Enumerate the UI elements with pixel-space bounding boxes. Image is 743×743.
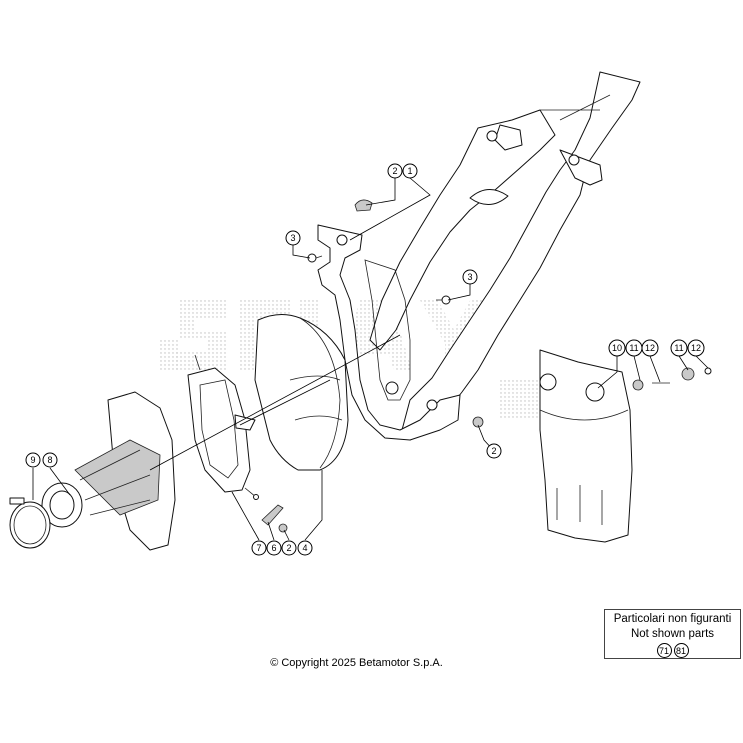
svg-text:12: 12 [691, 343, 701, 353]
nut-part [278, 523, 288, 533]
callout-2-bottom: 2 [281, 540, 297, 556]
svg-text:3: 3 [467, 272, 472, 282]
svg-text:2: 2 [286, 543, 291, 553]
svg-text:6: 6 [271, 543, 276, 553]
callout-4: 4 [297, 540, 313, 556]
svg-text:10: 10 [612, 343, 622, 353]
svg-text:11: 11 [629, 343, 638, 353]
svg-text:11: 11 [674, 343, 683, 353]
callout-7: 7 [251, 540, 267, 556]
svg-text:8: 8 [47, 455, 52, 465]
bolt-right [436, 295, 451, 305]
svg-text:7: 7 [256, 543, 261, 553]
not-shown-refs: 71 81 [605, 643, 740, 658]
rubber-plug-right [472, 416, 484, 428]
screw-part [244, 487, 259, 500]
hose-clamp-part [9, 497, 51, 549]
leader-lines [32, 177, 709, 541]
callout-10: 10 [608, 339, 626, 357]
svg-text:3: 3 [290, 233, 295, 243]
callout-2-right: 2 [486, 443, 502, 459]
bolt-left [307, 253, 323, 263]
callout-3-right: 3 [462, 269, 478, 285]
rubber-plug-top [354, 199, 373, 212]
callout-12-b: 12 [687, 339, 705, 357]
svg-text:4: 4 [302, 543, 307, 553]
filter-cage-part [187, 354, 256, 493]
svg-text:2: 2 [392, 166, 397, 176]
callout-1: 1 [402, 163, 418, 179]
ref-circle: 71 [656, 643, 672, 658]
svg-text:1: 1 [407, 166, 412, 176]
intake-boot-part [41, 391, 176, 551]
rear-mudguard-part [539, 349, 633, 543]
callout-3-left: 3 [285, 230, 301, 246]
svg-text:12: 12 [645, 343, 655, 353]
callout-11-a: 11 [625, 339, 643, 357]
svg-text:9: 9 [30, 455, 35, 465]
not-shown-title-en: Not shown parts [630, 628, 715, 640]
callout-9: 9 [25, 452, 41, 468]
svg-text:2: 2 [491, 446, 496, 456]
frame-part [317, 71, 641, 441]
callout-6: 6 [266, 540, 282, 556]
callout-8: 8 [42, 452, 58, 468]
washer-parts [632, 367, 712, 391]
copyright-text: © Copyright 2025 Betamotor S.p.A. [270, 657, 443, 669]
not-shown-title-it: Particolari non figuranti [613, 613, 732, 625]
callout-11-b: 11 [670, 339, 688, 357]
ref-circle: 81 [673, 643, 689, 658]
callout-12-a: 12 [641, 339, 659, 357]
air-filter-part [254, 314, 349, 471]
not-shown-parts-box: Particolari non figuranti Not shown part… [604, 609, 741, 659]
callout-2-top: 2 [387, 163, 403, 179]
spring-clip-part [261, 504, 284, 526]
